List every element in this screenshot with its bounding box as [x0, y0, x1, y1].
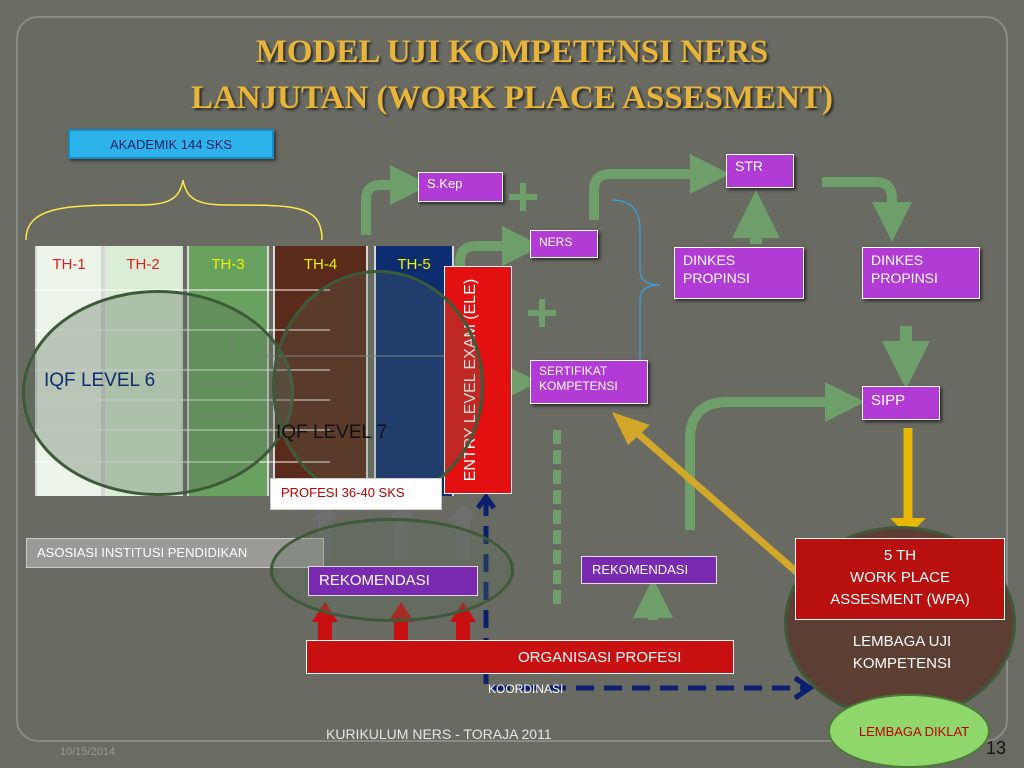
page-number: 13 [986, 738, 1007, 758]
arrow-to-skep [361, 165, 430, 235]
iqf-level-6-label: IQF LEVEL 6 [44, 370, 156, 391]
lembaga-uji-label: LEMBAGA UJI KOMPETENSI [852, 633, 952, 672]
wpa-line-2: WORK PLACE [849, 569, 951, 586]
column-label: TH-5 [397, 256, 431, 273]
column-label: TH-2 [126, 256, 160, 273]
dinkes-propinsi-box-2: DINKES PROPINSI [862, 247, 980, 299]
koordinasi-label: KOORDINASI [488, 682, 564, 696]
lembaga-diklat-ellipse [828, 694, 990, 768]
iqf-level-7-label: IQF LEVEL 7 [276, 422, 388, 443]
iqf-level-7-ellipse [272, 270, 484, 502]
column-label: TH-1 [52, 256, 86, 273]
profesi-label: PROFESI 36-40 SKS [270, 478, 442, 510]
arrow-wpa-to-sertifikat [625, 422, 803, 578]
arrow-to-sipp [685, 382, 865, 530]
title-line-2: LANJUTAN (WORK PLACE ASSESMENT) [190, 80, 834, 116]
wpa-line-1: 5 TH [883, 547, 917, 564]
ners-box: NERS [530, 230, 598, 258]
date-text: 10/15/2014 [60, 746, 116, 758]
akademik-label: AKADEMIK 144 SKS [68, 129, 274, 159]
blue-bracket [611, 199, 661, 380]
column-label: TH-4 [303, 256, 338, 273]
skep-box: S.Kep [418, 172, 503, 202]
organisasi-profesi-label: ORGANISASI PROFESI [518, 649, 682, 666]
sertifikat-box: SERTIFIKAT KOMPETENSI [530, 360, 648, 404]
wpa-box: 5 TH WORK PLACE ASSESMENT (WPA) [795, 538, 1005, 620]
arrow-to-ners [455, 226, 542, 290]
rekomendasi-label-2: REKOMENDASI [581, 556, 717, 584]
arrow-head-yellow [612, 412, 650, 445]
lembaga-diklat-label: LEMBAGA DIKLAT [858, 724, 970, 739]
arrow-str-down [822, 177, 912, 242]
brace [25, 179, 323, 241]
plus-icon [509, 183, 556, 327]
wpa-line-3: ASSESMENT (WPA) [830, 591, 970, 608]
str-box: STR [726, 154, 794, 188]
sipp-box: SIPP [862, 386, 940, 420]
organisasi-profesi-bar [306, 640, 734, 674]
iqf-level-6-ellipse [22, 290, 294, 496]
rekomendasi-label-1: REKOMENDASI [308, 566, 478, 596]
footer-text: KURIKULUM NERS - TORAJA 2011 [326, 726, 552, 742]
dinkes-propinsi-box-1: DINKES PROPINSI [674, 247, 804, 299]
title-line-1: MODEL UJI KOMPETENSI NERS [255, 34, 769, 70]
arrow-to-str [589, 154, 730, 220]
column-label: TH-3 [211, 256, 245, 273]
